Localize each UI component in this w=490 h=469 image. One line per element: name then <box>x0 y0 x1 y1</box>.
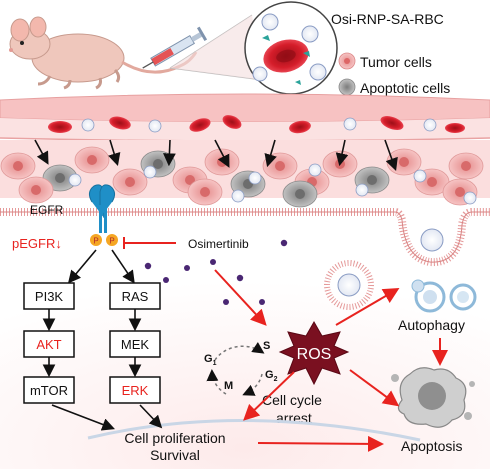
cell-nucleus <box>295 189 305 199</box>
endosome <box>324 260 374 310</box>
cell-nucleus <box>87 155 97 165</box>
cytoplasm-background <box>0 260 490 469</box>
m-phase-label: M <box>224 380 233 392</box>
cell-membrane <box>0 208 490 267</box>
syringe-icon <box>142 26 208 69</box>
blood-vessel <box>0 93 490 142</box>
pathway-right-label-ras: RAS <box>122 289 149 304</box>
ros-burst: ROS <box>278 320 350 386</box>
pathway-right-label-mek: MEK <box>121 337 150 352</box>
cell-nucleus <box>31 185 41 195</box>
apoptotic-cell <box>391 367 475 428</box>
pathway-left-label-mtor: mTOR <box>30 383 68 398</box>
nanoparticle <box>68 173 82 187</box>
s-phase-label: S <box>263 340 270 352</box>
cell-nucleus <box>427 177 437 187</box>
phospho-mark-left: P <box>93 237 98 246</box>
nanoparticle <box>463 191 477 205</box>
outcome-line1: Cell proliferation <box>124 430 225 446</box>
cell-nucleus <box>275 161 285 171</box>
red-blood-cells <box>48 115 465 134</box>
egfr-label: EGFR <box>30 203 64 217</box>
cell-nucleus <box>200 187 210 197</box>
arrow-erk-outcome <box>139 404 163 429</box>
autophagy-label: Autophagy <box>398 317 465 333</box>
cell-nucleus <box>461 161 471 171</box>
magnified-view <box>244 1 338 95</box>
arrow-drug-ros <box>214 269 267 326</box>
title-label: Osi-RNP-SA-RBC <box>331 11 444 27</box>
arrow-ros-autophagy <box>335 287 400 326</box>
tumor-tissue <box>0 140 490 208</box>
cell-cycle-label-line1: Cell cycle <box>262 392 322 408</box>
nanoparticle <box>143 165 157 179</box>
nanoparticle <box>413 169 427 183</box>
pathway-right-box-erk <box>109 376 161 404</box>
egfr-receptor <box>88 184 116 233</box>
arrow-egfr-pi3k <box>67 249 97 284</box>
arrow-egfr-ras <box>111 249 135 284</box>
arrow-ros-apoptosis <box>349 369 400 407</box>
legend-apoptotic-label: Apoptotic cells <box>360 80 450 96</box>
cell-nucleus <box>455 187 465 197</box>
nanoparticle <box>355 183 369 197</box>
autophagosome <box>411 279 477 313</box>
legend-tumor-label: Tumor cells <box>360 54 432 70</box>
g2-label: G2 <box>265 369 278 383</box>
cell-nucleus <box>13 161 23 171</box>
cell-nucleus <box>399 157 409 167</box>
g1-label: G1 <box>204 353 217 367</box>
mouse-icon <box>9 16 198 90</box>
arrow-mtor-outcome <box>51 404 115 431</box>
cell-nucleus <box>185 175 195 185</box>
pathway-left-label-akt: AKT <box>36 337 61 352</box>
outcome-line2: Survival <box>150 447 200 463</box>
nanoparticle <box>248 171 262 185</box>
pathway-right-label-erk: ERK <box>122 383 149 398</box>
pegfr-label: pEGFR↓ <box>12 236 62 251</box>
cell-nucleus <box>55 173 65 183</box>
ros-label: ROS <box>297 346 332 363</box>
cell-nucleus <box>153 159 163 169</box>
nanoparticle <box>308 163 322 177</box>
osimertinib-label: Osimertinib <box>188 237 249 251</box>
phospho-site-right <box>106 234 118 246</box>
pathway-right-box-ras <box>109 282 161 310</box>
red-arrows <box>214 269 448 452</box>
apoptotic-legend-swatch <box>338 78 356 96</box>
pathway-left-label-pi3k: PI3K <box>35 289 64 304</box>
extravasation-arrows <box>34 139 398 172</box>
apoptosis-label: Apoptosis <box>401 438 462 454</box>
nanoparticle <box>231 189 245 203</box>
cell-cycle-diagram: G1 S G2 M <box>204 340 278 396</box>
cell-nucleus <box>125 177 135 187</box>
arrow-proliferation-apoptosis <box>257 435 384 452</box>
cell-nucleus <box>367 175 377 185</box>
pathway-left-box-mtor <box>23 376 75 404</box>
legend: Tumor cells Apoptotic cells <box>338 52 450 96</box>
endocytosed-nanoparticle <box>420 228 444 252</box>
phospho-mark-right: P <box>109 237 114 246</box>
pathway-left-box-akt <box>23 330 75 358</box>
arrow-ros-cellcycle <box>243 371 295 421</box>
phospho-site-left <box>90 234 102 246</box>
